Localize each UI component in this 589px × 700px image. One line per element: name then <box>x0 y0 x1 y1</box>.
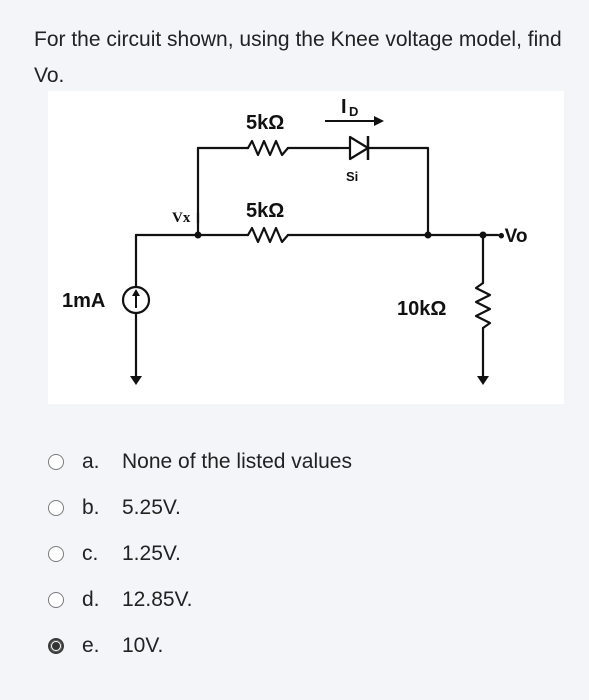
resistor-r2 <box>246 226 290 244</box>
ground-arrow-right <box>477 376 489 385</box>
resistor-r1 <box>246 139 290 157</box>
option-b-letter: b. <box>82 496 100 519</box>
label-r3: 10kΩ <box>397 298 446 320</box>
junction-vo <box>479 231 487 239</box>
label-vx: Vx <box>172 210 191 226</box>
label-id-sub: D <box>349 104 358 119</box>
wire-top-right <box>366 146 430 237</box>
label-source: 1mA <box>62 290 105 312</box>
option-c-letter: c. <box>82 542 99 565</box>
option-e-letter: e. <box>82 634 100 657</box>
junction-right <box>424 231 432 239</box>
diode-si <box>338 135 370 161</box>
label-id-letter: I <box>341 96 347 118</box>
option-a-text: None of the listed values <box>122 450 352 473</box>
radio-a[interactable] <box>48 454 64 470</box>
option-e[interactable]: e. 10V. <box>48 624 468 668</box>
radio-e-selected[interactable] <box>48 638 64 654</box>
option-b-text: 5.25V. <box>122 496 181 519</box>
label-r2: 5kΩ <box>246 200 284 222</box>
radio-b[interactable] <box>48 500 64 516</box>
current-source <box>121 285 151 315</box>
option-d-letter: d. <box>82 588 100 611</box>
junction-vx <box>194 231 202 239</box>
label-si: Si <box>346 169 358 184</box>
option-e-text: 10V. <box>122 634 164 657</box>
option-c[interactable]: c. 1.25V. <box>48 532 468 576</box>
option-d[interactable]: d. 12.85V. <box>48 578 468 622</box>
option-a[interactable]: a. None of the listed values <box>48 440 468 484</box>
radio-c[interactable] <box>48 546 64 562</box>
ground-arrow-left <box>130 376 142 385</box>
resistor-r3 <box>474 281 492 330</box>
option-a-letter: a. <box>82 450 100 473</box>
radio-d[interactable] <box>48 592 64 608</box>
option-d-text: 12.85V. <box>122 588 193 611</box>
option-b[interactable]: b. 5.25V. <box>48 486 468 530</box>
current-arrow-id <box>325 116 384 126</box>
circuit-diagram: 5kΩ 5kΩ 10kΩ I D Si Vx •Vo 1mA <box>48 91 564 404</box>
label-r1: 5kΩ <box>246 112 284 134</box>
option-c-text: 1.25V. <box>122 542 181 565</box>
question-text: For the circuit shown, using the Knee vo… <box>34 28 562 87</box>
label-vo: •Vo <box>498 226 528 247</box>
circuit-svg: 5kΩ 5kΩ 10kΩ I D Si Vx •Vo 1mA <box>62 96 528 385</box>
